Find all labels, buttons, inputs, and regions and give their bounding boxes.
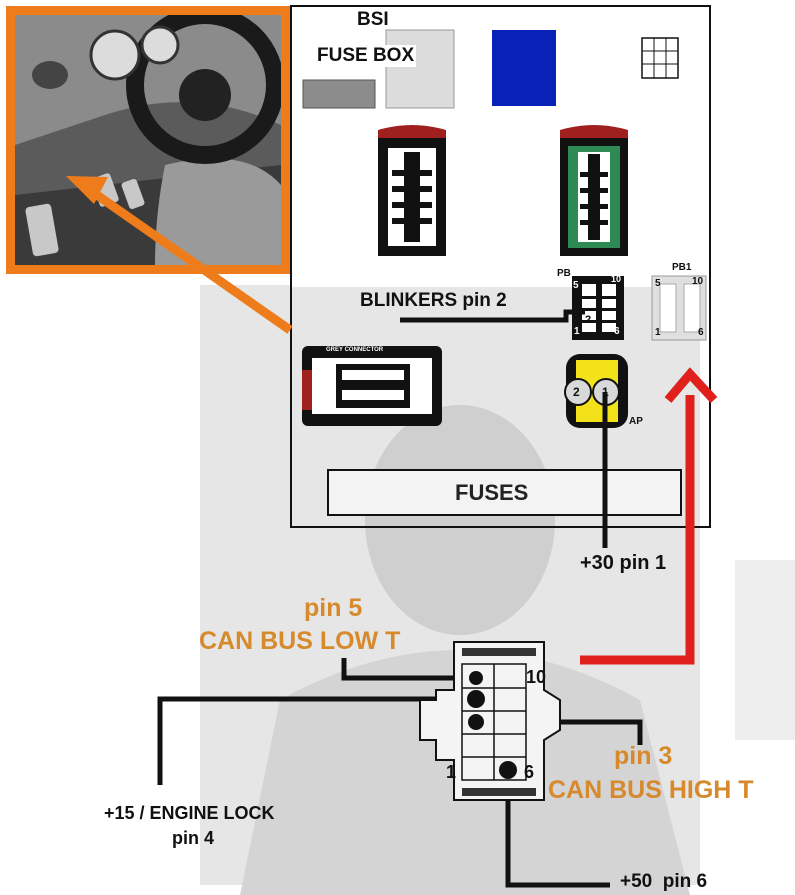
light-fuse-large bbox=[385, 29, 455, 109]
blue-fuse bbox=[492, 30, 556, 106]
fuse-box-title: FUSE BOX bbox=[315, 45, 417, 67]
bottom-pin-1: 1 bbox=[446, 762, 457, 782]
plus30-label: +30 pin 1 bbox=[580, 552, 667, 574]
pin3-label: pin 3 bbox=[614, 742, 673, 770]
faded-head-shape bbox=[365, 405, 555, 635]
fuses-strip bbox=[327, 469, 682, 516]
pin6-dot bbox=[499, 761, 517, 779]
pb-pin-6: 6 bbox=[614, 326, 620, 337]
pedal-right bbox=[121, 178, 145, 210]
pedal-left bbox=[25, 203, 59, 257]
bottom-connector-bottom-tab bbox=[462, 788, 536, 796]
pin3-dot bbox=[468, 714, 484, 730]
pb-pin-10: 10 bbox=[611, 274, 622, 284]
pin5-label: pin 5 bbox=[304, 594, 363, 622]
steering-hub bbox=[179, 69, 231, 121]
ap-pin-1: 1 bbox=[602, 385, 609, 399]
pb1-label: PB1 bbox=[672, 262, 692, 273]
red-arrow-wire bbox=[580, 395, 695, 665]
black-connector bbox=[378, 125, 446, 256]
can-high-label: CAN BUS HIGH T bbox=[548, 776, 754, 804]
pb1-pin-5: 5 bbox=[655, 278, 661, 289]
blinkers-label: BLINKERS pin 2 bbox=[360, 290, 507, 311]
pin4-label: pin 4 bbox=[172, 828, 215, 848]
pin4-dot bbox=[467, 690, 485, 708]
fuses-label: FUSES bbox=[455, 480, 529, 505]
pb-label: PB bbox=[557, 268, 571, 279]
faded-right-panel bbox=[735, 560, 795, 740]
steering-wheel bbox=[126, 15, 281, 164]
bottom-pin-6: 6 bbox=[524, 762, 535, 782]
seat-shape bbox=[155, 158, 281, 265]
pb1-connector bbox=[651, 275, 707, 341]
pin5-dot bbox=[469, 671, 483, 685]
grid-icon bbox=[641, 37, 679, 79]
grey-fuse-small bbox=[302, 79, 376, 109]
pin4-wire bbox=[157, 696, 476, 785]
air-vent bbox=[32, 61, 68, 89]
dashboard-shape bbox=[15, 15, 281, 145]
blinkers-wire bbox=[400, 309, 585, 323]
can-low-label: CAN BUS LOW T bbox=[199, 627, 401, 655]
pb1-pin-10: 10 bbox=[692, 276, 704, 287]
bottom-connector-top-tab bbox=[462, 648, 536, 656]
ap-pin-2: 2 bbox=[573, 385, 580, 399]
plus50-label: +50 pin 6 bbox=[620, 871, 708, 892]
pin6-wire bbox=[505, 770, 610, 888]
bottom-connector-grid bbox=[461, 663, 527, 781]
grey-connector bbox=[302, 346, 442, 426]
pb-connector bbox=[572, 276, 624, 340]
pb-pin-2: 2 bbox=[585, 314, 592, 326]
red-arrowhead bbox=[664, 367, 718, 404]
pb-pin-5: 5 bbox=[573, 280, 579, 291]
bsi-title: BSI bbox=[357, 9, 389, 30]
ap-label: AP bbox=[629, 416, 643, 427]
grey-connector-label: GREY CONNECTOR bbox=[326, 347, 384, 353]
pb-pin-1: 1 bbox=[574, 326, 580, 337]
green-connector bbox=[560, 125, 628, 256]
bottom-connector-body bbox=[419, 641, 561, 801]
bottom-pin-10: 10 bbox=[526, 667, 547, 687]
pb1-pin-1: 1 bbox=[655, 327, 661, 338]
orange-pointer-line bbox=[81, 182, 293, 334]
orange-arrowhead bbox=[66, 176, 108, 204]
plus15-label: +15 / ENGINE LOCK bbox=[104, 803, 275, 823]
fuse-box-outline bbox=[290, 5, 711, 528]
pin5-wire bbox=[341, 658, 476, 681]
gauge-right bbox=[140, 25, 180, 65]
gauge-left bbox=[89, 29, 141, 81]
pb1-pin-6: 6 bbox=[698, 327, 704, 338]
